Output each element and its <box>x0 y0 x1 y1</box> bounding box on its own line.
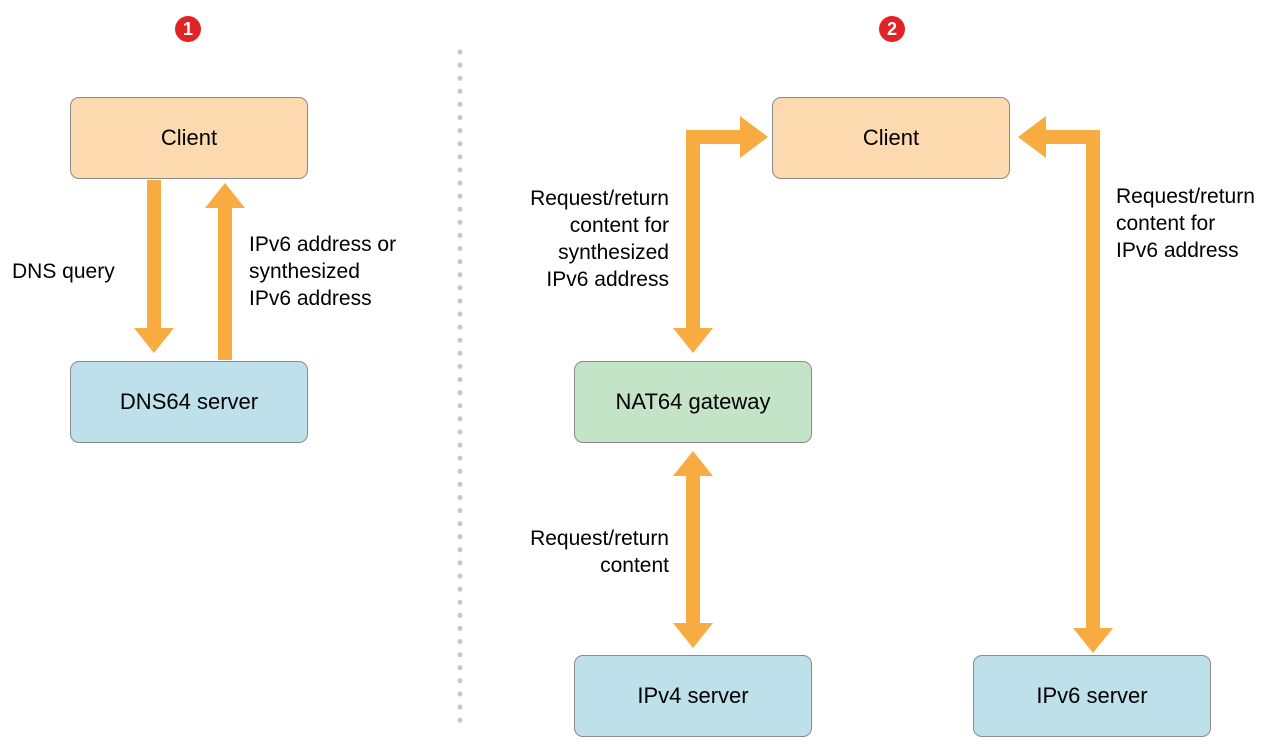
panel1-client-box: Client <box>70 97 308 179</box>
client-ipv6-label: Request/return content for IPv6 address <box>1116 185 1255 262</box>
client-ipv6-arrow <box>1018 116 1113 653</box>
nat-ipv4-arrow <box>673 451 713 648</box>
dns-query-arrow <box>134 180 174 353</box>
nat64-gateway-label: NAT64 gateway <box>615 389 771 414</box>
ipv4-server-label: IPv4 server <box>637 683 749 708</box>
ipv4-server-box: IPv4 server <box>574 655 812 737</box>
dns-response-arrow <box>205 183 245 360</box>
nat64-gateway-box: NAT64 gateway <box>574 361 812 443</box>
dns64-server-label: DNS64 server <box>119 389 259 414</box>
ipv6-server-box: IPv6 server <box>973 655 1211 737</box>
client-nat-arrow <box>673 116 768 353</box>
ipv6-server-label: IPv6 server <box>1036 683 1148 708</box>
nat-ipv4-label: Request/return content <box>530 527 669 577</box>
panel1-client-label: Client <box>160 125 218 150</box>
step-2-badge: 2 <box>879 16 905 42</box>
panel2-client-label: Client <box>862 125 920 150</box>
dns64-server-box: DNS64 server <box>70 361 308 443</box>
client-nat-label: Request/return content for synthesized I… <box>530 187 669 291</box>
dns-response-label: IPv6 address or synthesized IPv6 address <box>249 233 397 310</box>
step-1-badge: 1 <box>175 16 201 42</box>
dns-query-label: DNS query <box>12 260 115 283</box>
panel2-client-box: Client <box>772 97 1010 179</box>
